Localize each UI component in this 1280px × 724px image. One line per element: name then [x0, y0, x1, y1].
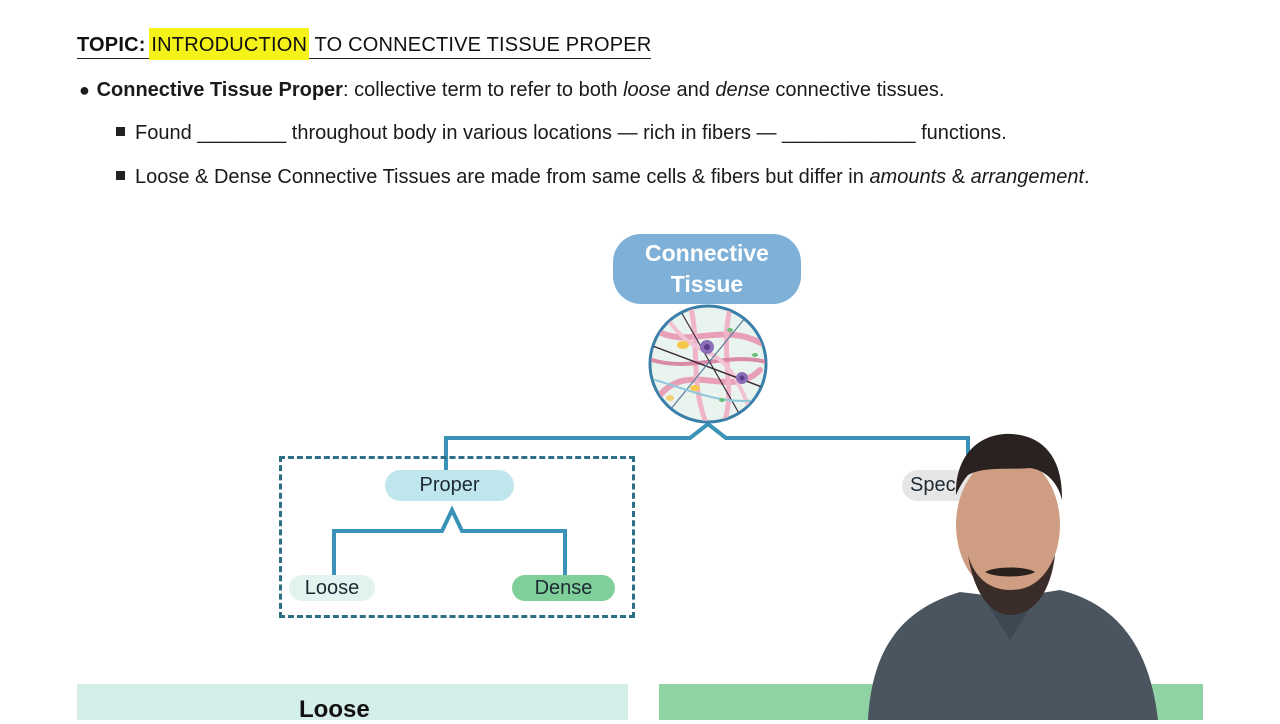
loose-node: Loose [289, 575, 375, 601]
bullet-dot: ● [79, 80, 90, 100]
topic-rest: TO CONNECTIVE TISSUE PROPER [309, 34, 652, 56]
found-text: Found ________ throughout body in variou… [135, 122, 1007, 144]
loose-dense-text: Loose & Dense Connective Tissues are mad… [135, 166, 870, 188]
bullet-definition: ● Connective Tissue Proper: collective t… [79, 79, 944, 102]
bullet-found: Found ________ throughout body in variou… [116, 122, 1007, 145]
definition-text-a: collective term to refer to both [348, 79, 624, 101]
word-amounts: amounts [869, 166, 947, 188]
topic-heading: TOPIC: INTRODUCTION TO CONNECTIVE TISSUE… [77, 28, 652, 60]
colon: : [342, 79, 349, 101]
word-arrangement: arrangement [970, 166, 1085, 188]
proper-node: Proper [385, 470, 514, 501]
word-and: and [670, 79, 716, 101]
loose-section-title: Loose [299, 696, 370, 723]
term-connective-tissue-proper: Connective Tissue Proper [96, 79, 343, 101]
connective-tissue-root-node: Connective Tissue [613, 234, 801, 304]
period: . [1084, 166, 1090, 188]
proper-dashed-outline [279, 456, 635, 618]
root-label-line2: Tissue [670, 271, 744, 297]
word-loose: loose [623, 79, 671, 101]
bullet-loose-dense: Loose & Dense Connective Tissues are mad… [116, 166, 1090, 189]
topic-highlighted-word: INTRODUCTION [149, 28, 310, 60]
square-bullet [116, 171, 125, 181]
definition-text-b: connective tissues. [769, 79, 945, 101]
presenter-figure [868, 433, 1158, 720]
proper-branch-connector [332, 505, 567, 575]
root-label-line1: Connective [645, 240, 769, 266]
word-dense: dense [715, 79, 770, 101]
ampersand: & [946, 166, 971, 188]
square-bullet [116, 127, 125, 137]
dense-node: Dense [512, 575, 615, 601]
top-branch-connector [444, 421, 970, 470]
loose-section-banner: Loose [77, 684, 628, 723]
tissue-micrograph-icon [648, 304, 768, 424]
topic-prefix: TOPIC: [77, 34, 146, 56]
